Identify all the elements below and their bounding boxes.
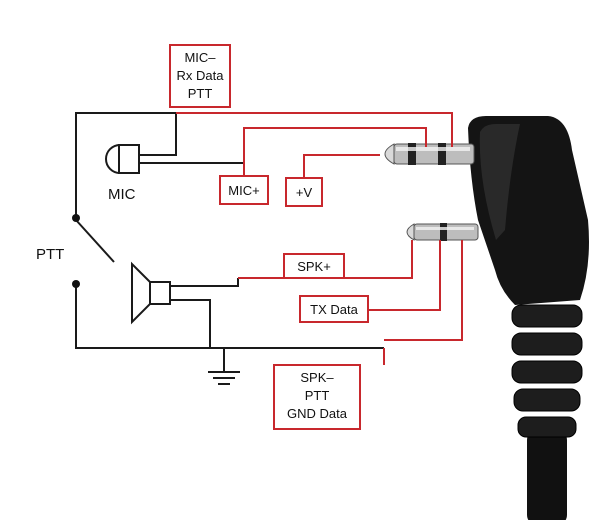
ptt-contact-top xyxy=(72,214,80,222)
mic-text-label: MIC xyxy=(108,186,136,203)
ptt-text-label: PTT xyxy=(36,246,64,263)
ptt-ground-label: PTT xyxy=(305,388,330,403)
mic-plus-label: MIC+ xyxy=(228,183,259,198)
ptt-line-label: PTT xyxy=(188,86,213,101)
spk-plus-label: SPK+ xyxy=(297,259,331,274)
tx-data-label: TX Data xyxy=(310,302,358,317)
lower-jack-pin xyxy=(406,223,479,241)
mic-minus-label: MIC– xyxy=(184,50,216,65)
tx-data-label-box: TX Data xyxy=(299,295,369,323)
spk-plus-label-box: SPK+ xyxy=(283,253,345,279)
upper-jack-pin xyxy=(384,143,475,165)
strain-relief xyxy=(511,304,583,438)
rx-data-label: Rx Data xyxy=(177,68,225,83)
red-wiring xyxy=(176,112,463,365)
mic-plus-label-box: MIC+ xyxy=(219,175,269,205)
spk-minus-label-box: SPK– PTT GND Data xyxy=(273,364,361,430)
speaker-symbol xyxy=(131,261,171,325)
v-plus-label: +V xyxy=(296,185,313,200)
connector-plug xyxy=(384,116,589,520)
black-wiring xyxy=(72,112,384,385)
gnd-data-label: GND Data xyxy=(287,406,348,421)
mic-minus-label-box: MIC– Rx Data PTT xyxy=(169,44,231,108)
spk-minus-label: SPK– xyxy=(300,370,334,385)
ptt-contact-bottom xyxy=(72,280,80,288)
microphone-symbol xyxy=(105,143,140,175)
v-plus-label-box: +V xyxy=(285,177,323,207)
cable xyxy=(527,430,567,520)
